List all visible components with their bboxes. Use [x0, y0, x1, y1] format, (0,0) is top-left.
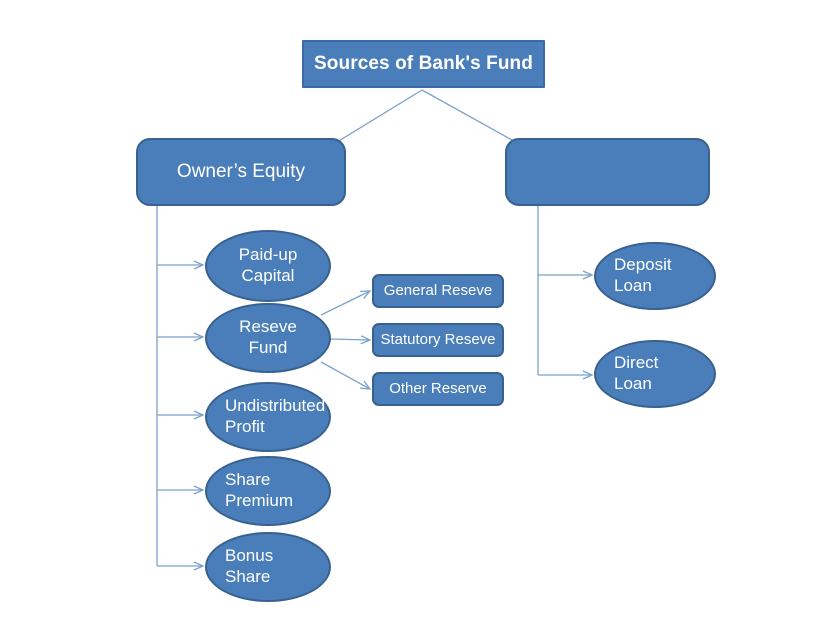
node-direct-loan[interactable]: Direct Loan [594, 340, 716, 408]
node-owners-equity[interactable]: Owner’s Equity [136, 138, 346, 206]
node-sources-of-banks-fund[interactable]: Sources of Bank's Fund [302, 40, 545, 88]
node-statutory-reseve[interactable]: Statutory Reseve [372, 323, 504, 357]
node-other-reserve[interactable]: Other Reserve [372, 372, 504, 406]
connector-to-general-reseve [320, 290, 372, 316]
node-reseve-fund[interactable]: Reseve Fund [205, 303, 331, 373]
node-bonus-share[interactable]: Bonus Share [205, 532, 331, 602]
node-share-premium[interactable]: Share Premium [205, 456, 331, 526]
node-general-reseve[interactable]: General Reseve [372, 274, 504, 308]
connector-to-statutory-reseve [329, 335, 372, 345]
node-unlabeled-branch[interactable] [505, 138, 710, 206]
node-paid-up-capital[interactable]: Paid-up Capital [205, 230, 331, 302]
node-undistributed-profit[interactable]: Undistributed Profit [205, 382, 331, 452]
connector-to-other-reserve [320, 361, 372, 390]
node-deposit-loan[interactable]: Deposit Loan [594, 242, 716, 310]
